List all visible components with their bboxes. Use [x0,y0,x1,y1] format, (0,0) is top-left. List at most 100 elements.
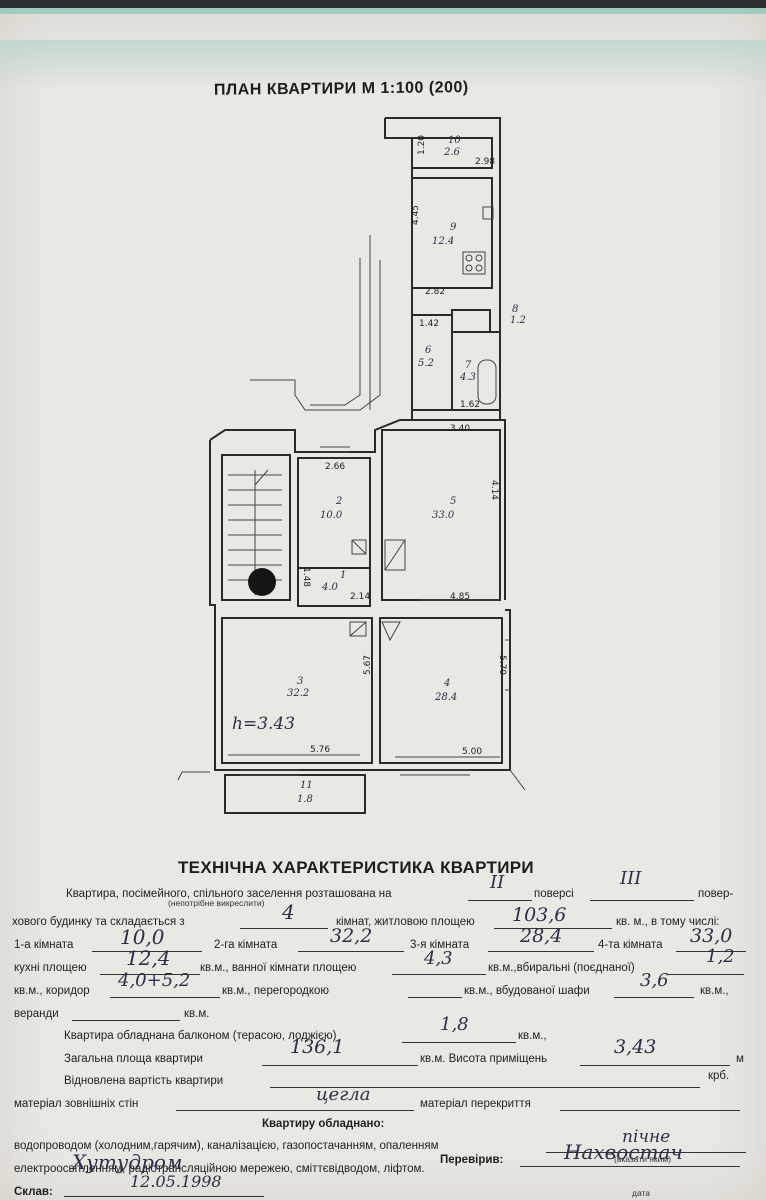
partition-label: кв.м., перегородкою [222,985,330,997]
building-composition-label: хового будинку та складається з [12,916,185,928]
floor-label: Квартира, посімейного, спільного заселен… [66,888,392,900]
room-11-area: 1.8 [297,794,313,805]
paper-sheet [0,14,766,1200]
dimension-label: 5.67 [363,654,374,676]
utilities-label: водопроводом (холодним,гарячим), каналіз… [14,1140,439,1152]
toilet-value: 1,2 [706,946,735,967]
compiled-date: 12.05.1998 [130,1172,222,1191]
room-9-outline [411,177,493,289]
dimension-label: 3.40 [450,424,471,434]
room3-blank [488,951,594,952]
dimension-label: 1.48 [301,566,312,588]
dimension-label: 5.00 [462,747,483,757]
balcony-label: Квартира обладнана балконом (терасою, ло… [64,1030,337,1042]
closet-label: кв.м., вбудованої шафи [464,985,590,997]
room4-blank [676,951,746,952]
closet-unit: кв.м., [700,985,729,997]
walls-material-value: цегла [316,1084,371,1105]
veranda-label: веранди [14,1008,59,1020]
rooms-count-value: 4 [282,900,295,924]
room-9-number: 9 [450,222,457,233]
dimension-label: 4.14 [489,479,500,501]
walls-material-label: матеріал зовнішніх стін [14,1098,139,1110]
room4-label: 4-та кімната [598,939,663,951]
room-6-area: 5.2 [418,358,434,369]
room-11-number: 11 [300,780,313,791]
bathroom-label: кв.м., ванної кімнати площею [200,962,357,974]
ceiling-material-blank [560,1110,740,1111]
corridor-label: кв.м., коридор [14,985,90,997]
rooms-count-blank [240,928,328,929]
total-area-label: Загальна площа квартири [64,1053,203,1065]
room3-label: 3-я кімната [410,939,470,951]
living-area-blank [494,928,612,929]
room2-blank [298,951,404,952]
room-1-area: 4.0 [322,582,338,593]
room4-value: 33,0 [690,925,733,947]
dimension-label: 1.42 [419,319,440,329]
total-floors-blank [590,900,694,901]
dimension-label: 2.14 [350,592,371,602]
compiled-by-signature: Хутудром [72,1150,183,1174]
heating-blank [546,1152,746,1153]
living-area-value: 103,6 [512,904,567,926]
room1-blank [92,951,202,952]
total-area-blank [262,1065,418,1066]
dimension-label: 4.45 [411,204,422,226]
compiled-by-label: Склав: [14,1186,53,1198]
toilet-blank [668,974,744,975]
paper-fold [0,40,766,90]
electricity-label: електроосвітленням, радіотрансляційною м… [14,1163,425,1175]
equipped-heading: Квартиру обладнано: [262,1118,385,1130]
room-5-area: 33.0 [432,510,455,521]
checked-by-label: Перевірив: [440,1154,504,1166]
room-7-area: 4.3 [460,372,476,383]
ceiling-material-label: матеріал перекриття [420,1098,531,1110]
veranda-unit: кв.м. [184,1008,210,1020]
total-area-value: 136,1 [290,1036,345,1058]
room-1-number: 1 [340,570,347,581]
closet-value: 3,6 [640,970,669,991]
date-caption: дата [632,1188,651,1198]
ceiling-height-label: h=3.43 [232,714,296,734]
room-height-blank [580,1065,730,1066]
checked-by-blank [520,1166,740,1167]
toilet-label: кв.м.,вбиральні (поєднаної) [488,962,635,974]
room-4-number: 4 [444,678,451,689]
room-2-number: 2 [336,496,343,507]
room-9-area: 12.4 [432,236,455,247]
ink-blot [248,568,276,596]
partition-blank [408,997,462,998]
living-area-label: кімнат, житловою площею [336,916,475,928]
room-5-number: 5 [450,496,457,507]
balcony-blank [402,1042,516,1043]
dimension-label: 4.85 [450,592,471,602]
dimension-label: 5.70 [497,654,508,676]
total-floors-value: III [620,868,642,889]
bathroom-blank [392,974,486,975]
dimension-label: 2.98 [475,157,496,167]
room1-label: 1-а кімната [14,939,74,951]
storey-word-start: повер- [698,888,734,900]
kitchen-label: кухні площею [14,962,87,974]
dimension-label: 1.62 [460,400,481,410]
room-10-number: 10 [448,135,461,146]
room-height-unit: м [736,1053,744,1065]
dimension-label: 2.82 [425,287,446,297]
room-10-area: 2.6 [444,147,460,158]
corridor-value: 4,0+5,2 [118,970,191,991]
room2-value: 32,2 [330,925,373,947]
restored-cost-blank [270,1087,700,1088]
heating-note: (вказати яким) [614,1154,672,1164]
checked-by-signature: Нахвостач [564,1140,683,1164]
veranda-blank [72,1020,180,1021]
cross-out-note: (непотрібне викреслити) [168,898,265,908]
dimension-label: 5.76 [310,745,331,755]
room1-value: 10,0 [120,925,165,949]
dimension-label: 1.20 [417,134,428,156]
room-10-outline [411,137,493,169]
kitchen-blank [100,974,200,975]
floor-blank [468,900,532,901]
room2-label: 2-га кімната [214,939,278,951]
